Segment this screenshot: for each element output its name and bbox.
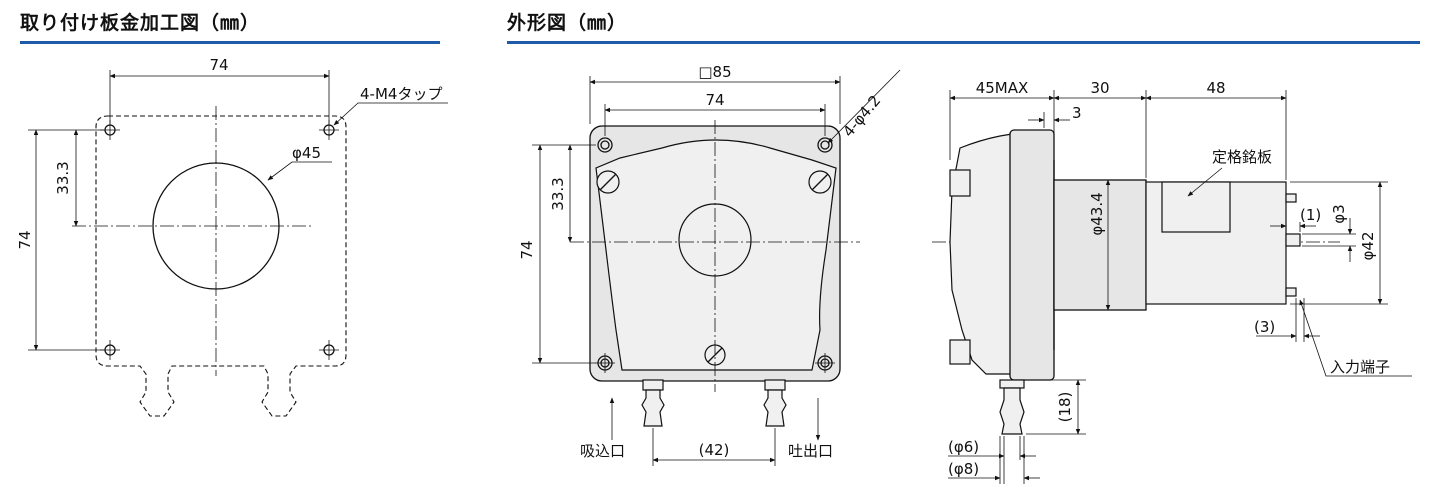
front-nozzle-pitch-dim: (42) [699,441,730,459]
side-flange [1009,129,1055,381]
front-pitch-h-dim: 74 [705,91,724,109]
panel-plate-outline [95,115,347,417]
front-square-dim: □85 [698,63,731,81]
panel-cut-title: 取り付け板金加工図（㎜） [20,12,261,34]
outlet-label: 吐出口 [788,442,833,460]
front-pitch-v-dim: 74 [518,240,536,259]
side-motor-dia-dim: φ43.4 [1088,192,1106,235]
side-shaft-dia-dim: φ3 [1330,204,1348,223]
front-view-drawing: □85 74 4-φ4.2 74 33.3 (42) 吸込口 吐出口 [518,63,901,466]
front-screws [596,170,832,366]
inlet-label: 吸込口 [580,442,625,460]
panel-offset-dim: 33.3 [54,161,72,194]
side-depth-dim: 45MAX [976,79,1029,97]
side-shaft [1285,233,1301,247]
side-boss-bottom [949,339,971,365]
side-tail-dia-dim: φ42 [1359,232,1377,261]
panel-cut-title-rule [20,41,440,44]
panel-tap-label: 4-M4タップ [360,85,442,103]
side-view-drawing: 45MAX 30 48 3 φ43.4 定格銘板 φ42 φ3 (1) [932,79,1412,484]
panel-cut-drawing: 74 74 33.3 φ45 4-M4タップ [16,56,448,417]
front-nozzles [641,379,787,427]
panel-center-hole [152,162,280,290]
panel-hole-dim: φ45 [292,144,321,162]
side-flange-dim: 3 [1072,104,1082,122]
front-hole-dim: 4-φ4.2 [839,92,884,141]
side-shaft-len-dim: (1) [1300,206,1321,224]
side-motor [1053,179,1147,311]
side-motor-len-dim: 30 [1090,79,1109,97]
side-boss-top [949,169,971,197]
front-corner-holes [595,137,835,373]
side-nameplate [1161,181,1231,233]
side-nozzle-len-dim: (18) [1056,392,1074,423]
side-nozzle-outer-dim: (φ8) [948,460,979,478]
side-tail-len-dim: 48 [1206,79,1225,97]
side-terminal-top [1285,193,1297,203]
side-nozzle-base [999,379,1025,389]
side-nozzle [999,387,1025,435]
panel-width-dim: 74 [209,56,228,74]
terminal-label: 入力端子 [1330,358,1390,376]
panel-height-dim: 74 [16,230,34,249]
side-terminal-len-dim: (3) [1254,318,1275,336]
side-terminal-bottom [1285,287,1297,297]
nameplate-label: 定格銘板 [1212,148,1272,166]
outline-title-rule [507,41,1420,44]
outline-title: 外形図（㎜） [507,12,628,34]
front-offset-dim: 33.3 [549,177,567,210]
side-nozzle-inner-dim: (φ6) [948,438,979,456]
